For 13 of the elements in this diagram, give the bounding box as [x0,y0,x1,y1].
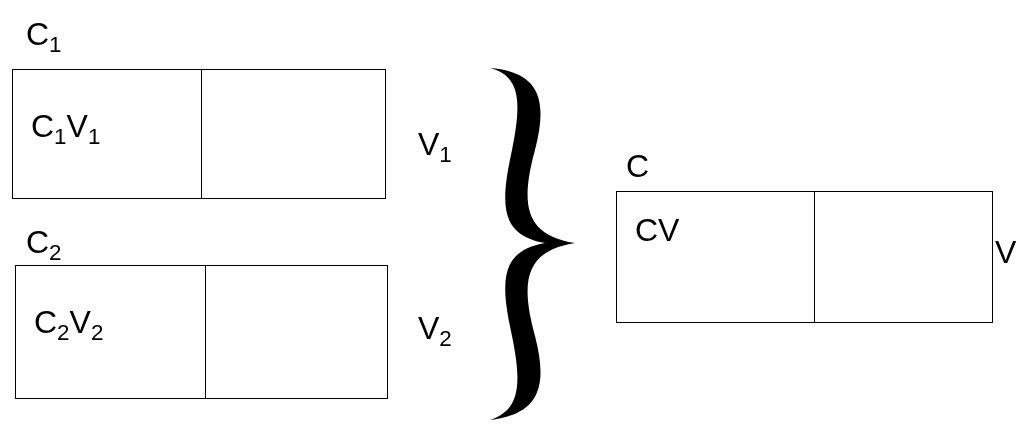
curly-bracket [490,68,575,420]
split-box [12,69,386,199]
variable-label: C$_{2}$ [26,226,62,265]
box-label: CV [635,214,680,246]
box-label: C$_{2}$V$_{2}$ [34,306,104,345]
split-box [15,265,388,399]
box-label: C$_{1}$V$_{1}$ [31,110,101,149]
variable-label: C$_{1}$ [26,18,62,57]
variable-label: V [995,236,1017,268]
variable-label: V$_{2}$ [418,312,452,351]
variable-label: V$_{1}$ [418,128,452,167]
split-box [616,191,993,323]
variable-label: C [626,150,650,182]
